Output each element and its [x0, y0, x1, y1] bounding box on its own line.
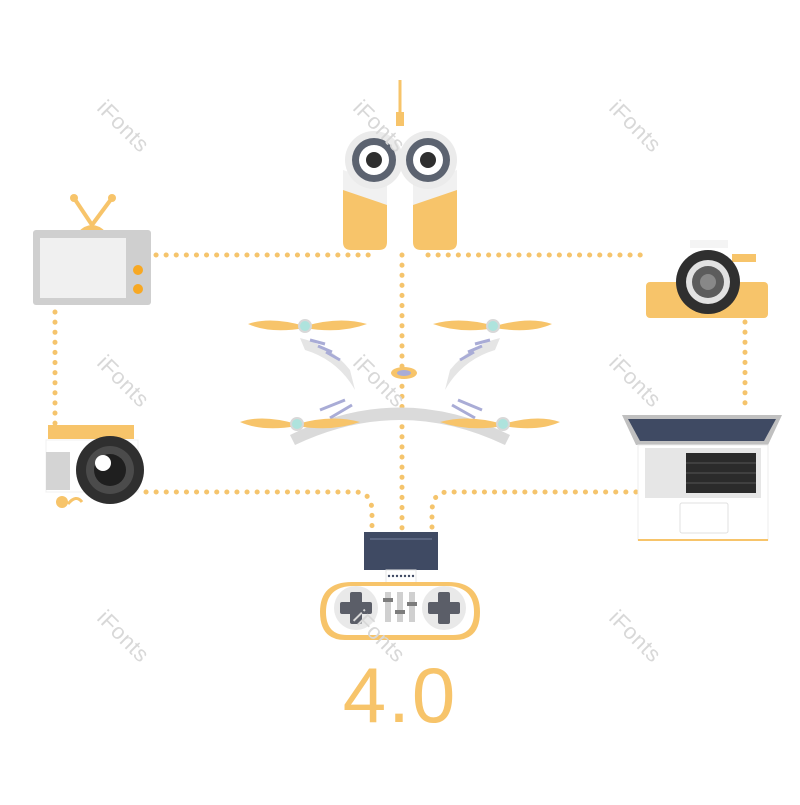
version-label: 4.0 [342, 651, 458, 739]
connection-lines [52, 252, 748, 533]
vr-camera-icon [45, 425, 144, 508]
line-vrcam-remote [143, 489, 375, 533]
laptop-icon [622, 415, 782, 541]
drone-icon [240, 319, 560, 445]
robot-eyes-icon [343, 80, 457, 250]
tv-icon [33, 194, 151, 305]
camera-icon [646, 240, 768, 318]
remote-controller-icon [320, 532, 480, 640]
line-laptop-remote [429, 489, 639, 533]
